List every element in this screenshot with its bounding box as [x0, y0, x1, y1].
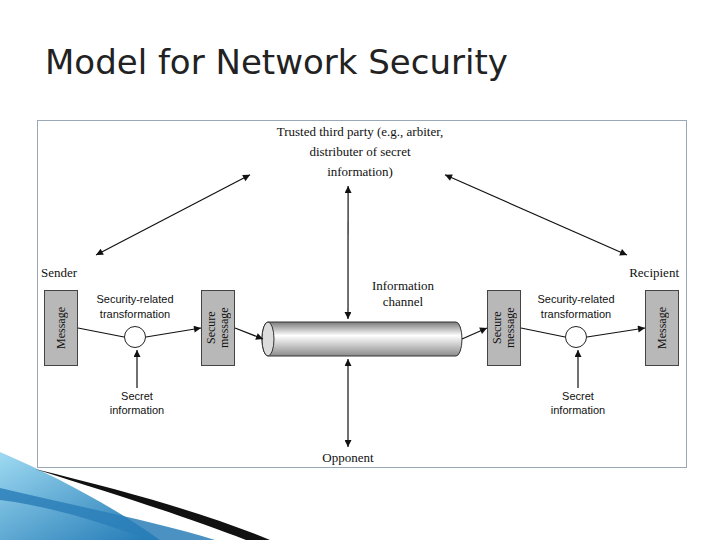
secret-arrow	[577, 350, 578, 388]
transform-circle: Security-related transformation	[124, 326, 146, 348]
node-text: Secure message	[205, 292, 231, 364]
opponent-node: Opponent	[315, 449, 381, 466]
node-heading: Sender	[41, 265, 111, 281]
node-text: Secure message	[491, 292, 517, 364]
node-text: Trusted third party (e.g., arbiter, dist…	[275, 122, 445, 182]
third-party-node: Trusted third party (e.g., arbiter, dist…	[275, 122, 445, 182]
slide-title: Model for Network Security	[45, 42, 508, 82]
flow-arrow	[587, 328, 645, 337]
decor-wedge	[35, 469, 270, 540]
circle-shape	[125, 327, 146, 348]
channel-cylinder: Information channel	[262, 322, 462, 356]
secure-message-box: Secure message	[487, 290, 521, 366]
node-heading: Security-related transformation	[85, 292, 185, 322]
node-text: Message	[55, 307, 68, 349]
cylinder-end	[262, 322, 274, 356]
flow-arrow	[235, 328, 263, 339]
message-box: RecipientMessage	[645, 290, 679, 366]
transform-circle: Security-related transformation	[565, 326, 587, 348]
message-box: SenderMessage	[44, 290, 78, 366]
circle-outline	[565, 326, 587, 348]
flow-arrow	[146, 328, 201, 337]
circle-shape	[566, 327, 587, 348]
flow-arrow	[521, 328, 565, 337]
cylinder-outline	[262, 322, 462, 356]
node-heading: Information channel	[358, 278, 448, 310]
node-heading: Security-related transformation	[526, 292, 626, 322]
secret-label: Secret information	[546, 389, 610, 417]
cylinder-body	[262, 322, 462, 356]
flow-arrow	[347, 186, 348, 319]
node-text: Opponent	[315, 448, 381, 468]
figure-frame	[38, 121, 687, 468]
secure-message-box: Secure message	[201, 290, 235, 366]
node-heading: Recipient	[601, 265, 679, 281]
secret-label: Secret information	[105, 389, 169, 417]
flow-arrow	[445, 175, 627, 255]
flow-arrow	[96, 175, 250, 255]
flow-arrow	[78, 328, 124, 337]
flow-arrow	[462, 328, 487, 339]
secret-arrow	[136, 350, 137, 388]
node-text: Message	[656, 307, 669, 349]
flow-arrow	[347, 359, 348, 447]
circle-outline	[124, 326, 146, 348]
